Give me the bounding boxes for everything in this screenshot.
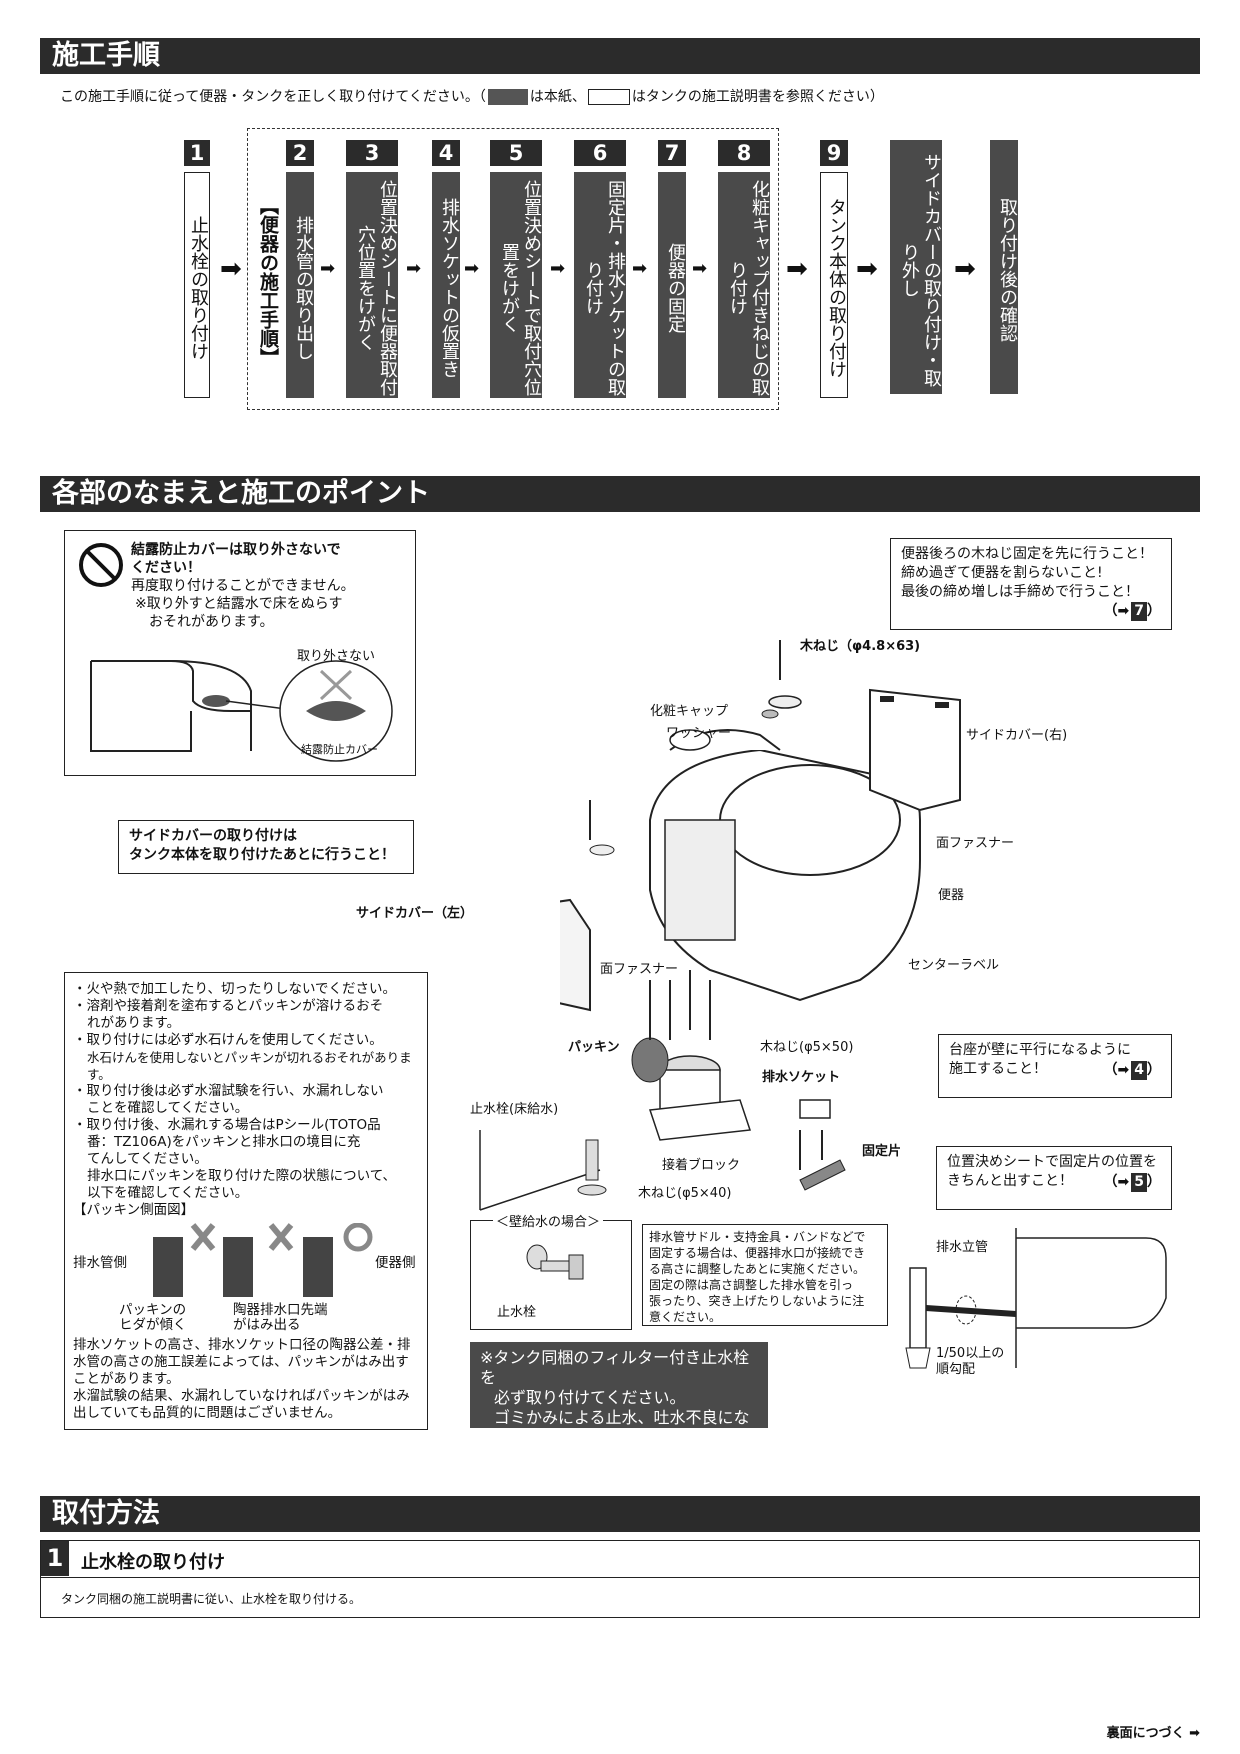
step-number: 5 bbox=[490, 140, 542, 166]
step-label: 排水ソケットの仮置き bbox=[432, 172, 460, 398]
pipe-fixing-note: 排水管サドル・支持金具・バンドなどで 固定する場合は、便器排水口が接続でき る高… bbox=[642, 1224, 888, 1326]
ref-step-7: （➡7） bbox=[1103, 602, 1161, 621]
caption-fold: パッキンのヒダが傾く bbox=[119, 1302, 187, 1333]
step-label: 止水栓の取り付け bbox=[184, 172, 210, 398]
label-drain-socket: 排水ソケット bbox=[762, 1070, 841, 1085]
group-label: 【便器の施工手順】 bbox=[257, 196, 279, 367]
caption-protrude: 陶器排水口先端がはみ出る bbox=[233, 1302, 328, 1333]
toilet-exploded-illustration bbox=[560, 640, 961, 1191]
step-number: 1 bbox=[184, 140, 210, 166]
label-bowl-side: 便器側 bbox=[375, 1255, 416, 1271]
label-drain-riser: 排水立管 bbox=[936, 1240, 989, 1255]
step-label: 便器の固定 bbox=[658, 172, 686, 398]
step-label: 位置決めシートに便器取付穴位置をけがく bbox=[346, 172, 398, 398]
step-number: 6 bbox=[574, 140, 626, 166]
arrow-right-icon: ➡ bbox=[786, 254, 808, 284]
arrow-right-icon: ➡ bbox=[692, 258, 708, 279]
packing-notes: ・火や熱で加工したり、切ったりしないでください。 ・溶剤や接着剤を塗布するとパッ… bbox=[64, 972, 428, 1430]
socket-note: 台座が壁に平行になるように 施工すること！ （➡4） bbox=[938, 1034, 1172, 1098]
step-number: 3 bbox=[346, 140, 398, 166]
step-number: 9 bbox=[820, 140, 848, 166]
step-number: 4 bbox=[432, 140, 460, 166]
label-side-cover-right: サイドカバー(右) bbox=[966, 728, 1068, 743]
arrow-right-icon: ➡ bbox=[856, 254, 878, 284]
tag-no-remove: 取り外さない bbox=[297, 649, 376, 664]
install-step-title: 止水栓の取り付け bbox=[81, 1552, 225, 1573]
label-bowl: 便器 bbox=[938, 888, 965, 903]
step-label: 排水管の取り出し bbox=[286, 172, 314, 398]
step-label: 位置決めシートで取付穴位置をけがく bbox=[490, 172, 542, 398]
label-wood-screw-63: 木ねじ（φ4.8×63) bbox=[800, 639, 921, 654]
arrow-right-icon: ➡ bbox=[406, 258, 422, 279]
step-number: 2 bbox=[286, 140, 314, 166]
step-label: 化粧キャップ付きねじの取り付け bbox=[718, 172, 770, 398]
section-title-procedure: 施工手順 bbox=[40, 38, 1200, 74]
install-step-number: 1 bbox=[41, 1541, 69, 1576]
wood-screw-note: 便器後ろの木ねじ固定を先に行うこと！ 締め過ぎて便器を割らないこと! 最後の締め… bbox=[890, 538, 1172, 630]
side-cover-note: サイドカバーの取り付けは タンク本体を取り付けたあとに行うこと！ bbox=[118, 820, 414, 874]
step-label: 固定片・排水ソケットの取り付け bbox=[574, 172, 626, 398]
floor-stop-valve-illustration bbox=[479, 1130, 607, 1211]
label-slope: 1/50以上の順勾配 bbox=[936, 1346, 1005, 1377]
arrow-right-icon: ➡ bbox=[632, 258, 648, 279]
label-fastener-right: 面ファスナー bbox=[936, 836, 1015, 851]
drain-riser-illustration bbox=[905, 1228, 1167, 1369]
wall-valve-icon bbox=[526, 1244, 584, 1280]
filter-note: ※タンク同梱のフィルター付き止水栓を 必ず取り付けてください。 ゴミかみによる止… bbox=[470, 1342, 768, 1467]
prohibited-icon bbox=[79, 543, 123, 587]
intro-pre: この施工手順に従って便器・タンクを正しく取り付けてください。（ bbox=[60, 89, 486, 105]
section-title-parts: 各部のなまえと施工のポイント bbox=[40, 476, 1200, 512]
wall-case-title: ＜壁給水の場合＞ bbox=[493, 1211, 604, 1230]
arrow-right-icon: ➡ bbox=[550, 258, 566, 279]
label-cap: 化粧キャップ bbox=[650, 704, 729, 719]
label-fixing-piece: 固定片 bbox=[862, 1144, 902, 1159]
intro-mid: は本紙、 bbox=[529, 89, 586, 105]
arrow-right-icon: ➡ bbox=[954, 254, 976, 284]
procedure-group-frame bbox=[247, 128, 779, 410]
toilet-side-illustration bbox=[90, 660, 393, 762]
step-label: 取り付け後の確認 bbox=[990, 140, 1018, 394]
legend-swatch-dark bbox=[487, 89, 528, 105]
packing-side-diagram: 排水管側 便器側 パッキンのヒダが傾く 陶器排水口先端がはみ出る bbox=[73, 1219, 419, 1337]
install-step-1-header: 1 止水栓の取り付け bbox=[40, 1540, 1200, 1578]
label-wood-screw-40: 木ねじ(φ5×40) bbox=[638, 1186, 732, 1201]
label-center: センターラベル bbox=[908, 958, 1000, 973]
tag-cover: 結露防止カバー bbox=[301, 743, 378, 756]
wall-supply-box: ＜壁給水の場合＞ 止水栓 bbox=[470, 1211, 632, 1330]
intro-text: この施工手順に従って便器・タンクを正しく取り付けてください。（ は本紙、 はタンクの… bbox=[60, 86, 884, 106]
step-label: サイドカバーの取り付け・取り外し bbox=[890, 140, 942, 394]
step-number: 8 bbox=[718, 140, 770, 166]
arrow-right-icon: ➡ bbox=[464, 258, 480, 279]
label-washer: ワッシャー bbox=[666, 726, 732, 741]
label-wood-screw-50: 木ねじ(φ5×50) bbox=[760, 1040, 854, 1055]
arrow-right-icon: ➡ bbox=[220, 254, 242, 284]
step-number: 7 bbox=[658, 140, 686, 166]
condensation-cover-warning: 結露防止カバーは取り外さないで ください！ 再度取り付けることができません。 ※… bbox=[64, 530, 416, 776]
legend-swatch-light bbox=[587, 89, 630, 105]
intro-post: はタンクの施工説明書を参照ください） bbox=[631, 89, 884, 105]
label-packing: パッキン bbox=[568, 1040, 620, 1055]
continue-on-back: 裏面につづく ➡ bbox=[1106, 1726, 1200, 1741]
arrow-right-icon: ➡ bbox=[320, 258, 336, 279]
label-side-cover-left: サイドカバー（左） bbox=[356, 906, 474, 921]
fixing-note: 位置決めシートで固定片の位置を きちんと出すこと！ （➡5） bbox=[936, 1146, 1172, 1210]
label-fastener-left: 面ファスナー bbox=[600, 962, 679, 977]
warn-text: 結露防止カバーは取り外さないで ください！ 再度取り付けることができません。 ※… bbox=[131, 542, 355, 630]
install-step-1-desc: タンク同梱の施工説明書に従い、止水栓を取り付ける。 bbox=[40, 1578, 1200, 1618]
ref-step-4: （➡4） bbox=[1103, 1061, 1161, 1080]
label-stop-valve: 止水栓 bbox=[497, 1305, 537, 1320]
section-title-install: 取付方法 bbox=[40, 1496, 1200, 1532]
step-label: タンク本体の取り付け bbox=[820, 172, 848, 398]
label-stop-valve-floor: 止水栓(床給水) bbox=[470, 1102, 559, 1117]
label-bond-block: 接着ブロック bbox=[662, 1158, 741, 1173]
label-pipe-side: 排水管側 bbox=[73, 1255, 127, 1271]
ref-step-5: （➡5） bbox=[1103, 1173, 1161, 1192]
